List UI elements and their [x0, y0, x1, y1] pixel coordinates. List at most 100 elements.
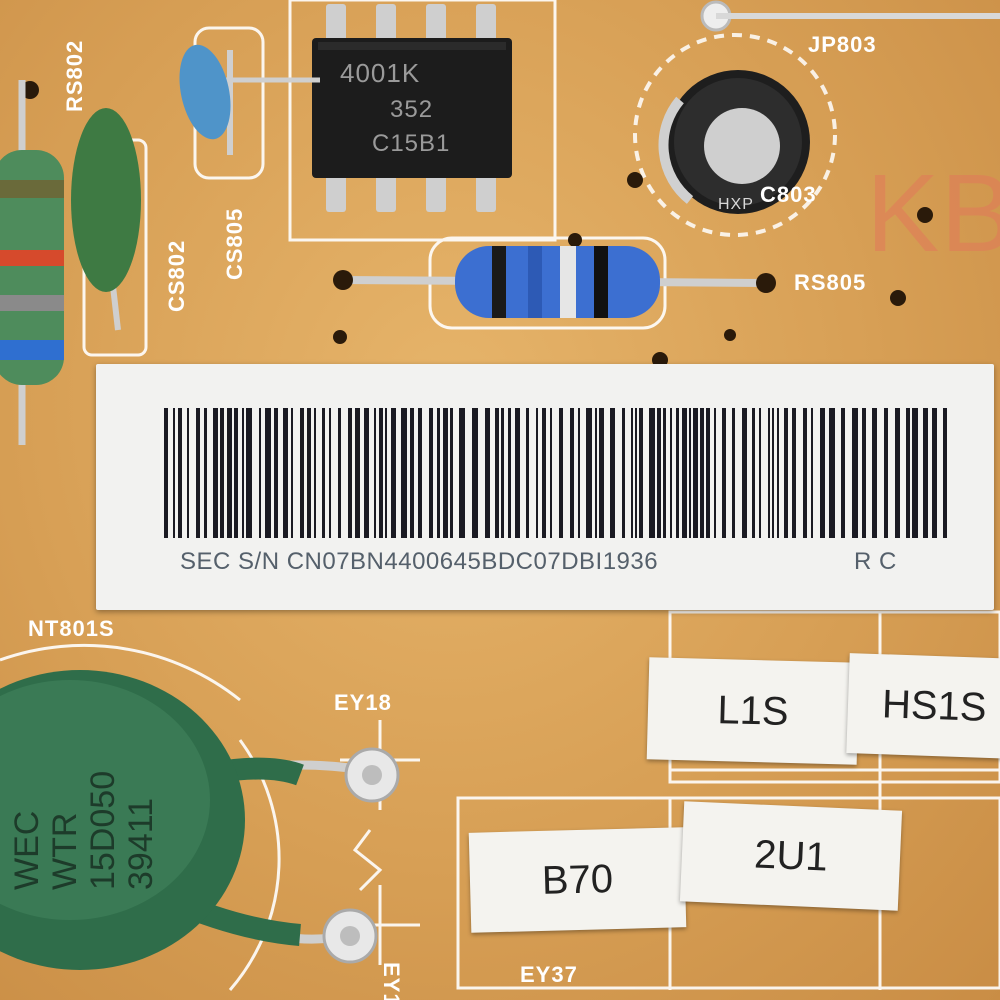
zigzag-trace [352, 829, 383, 892]
barcode-bar [906, 408, 910, 538]
barcode-bar [526, 408, 529, 538]
barcode-bar [759, 408, 761, 538]
barcode-bar [542, 408, 546, 538]
serial-barcode-label: SEC S/N CN07BN4400645BDC07DBI1936 R C [96, 364, 994, 610]
barcode-bar [639, 408, 643, 538]
barcode-bar [307, 408, 311, 538]
barcode-bar [829, 408, 835, 538]
silk-ey37: EY37 [520, 962, 578, 987]
barcode-bar [418, 408, 422, 538]
barcode-bar [227, 408, 232, 538]
barcode-bar [811, 408, 813, 538]
barcode-bar [792, 408, 796, 538]
ic-u801 [312, 4, 512, 212]
barcode [164, 408, 947, 538]
barcode-bar [586, 408, 592, 538]
tag-2u1: 2U1 [679, 801, 903, 911]
thermistor-line4: 39411 [122, 797, 160, 890]
barcode-bar [450, 408, 453, 538]
barcode-bar [515, 408, 520, 538]
barcode-bar [742, 408, 747, 538]
barcode-bar [852, 408, 858, 538]
barcode-bar [355, 408, 360, 538]
b70-outline [456, 796, 1000, 990]
barcode-bar [663, 408, 666, 538]
barcode-bar [385, 408, 387, 538]
barcode-bar [700, 408, 704, 538]
silk-jp803: JP803 [808, 32, 877, 57]
barcode-bar [895, 408, 900, 538]
barcode-bar [693, 408, 698, 538]
ic-outline [288, 0, 557, 242]
barcode-bar [862, 408, 866, 538]
barcode-bar [820, 408, 825, 538]
tag-b70: B70 [468, 827, 687, 933]
barcode-bar [234, 408, 238, 538]
barcode-bar [923, 408, 928, 538]
barcode-bar [501, 408, 504, 538]
ic-marking-line1: 4001K [340, 58, 421, 88]
cs805-capacitor [179, 44, 320, 155]
silk-ey18: EY18 [334, 690, 392, 715]
barcode-bar [784, 408, 788, 538]
silk-c803: C803 [760, 182, 817, 207]
barcode-bar [622, 408, 625, 538]
barcode-bar [196, 408, 200, 538]
tag-hs1s: HS1S [846, 653, 1000, 759]
barcode-bar [495, 408, 499, 538]
barcode-bar [649, 408, 655, 538]
barcode-bar [348, 408, 352, 538]
nt801s-thermistor [0, 670, 366, 970]
thermistor-line2: WTR [46, 812, 84, 890]
rs805-resistor [333, 246, 776, 318]
barcode-bar [391, 408, 396, 538]
barcode-bar [706, 408, 710, 538]
barcode-bar [213, 408, 218, 538]
serial-number: SEC S/N CN07BN4400645BDC07DBI1936 [180, 548, 659, 575]
barcode-bar [329, 408, 331, 538]
barcode-bar [443, 408, 448, 538]
jp803-jumper [700, 0, 1000, 32]
barcode-bar [841, 408, 845, 538]
barcode-bar [550, 408, 552, 538]
barcode-bar [689, 408, 691, 538]
barcode-bar [459, 408, 465, 538]
barcode-bar [536, 408, 538, 538]
barcode-bar [570, 408, 574, 538]
thermistor-outline [0, 643, 241, 702]
barcode-bar [242, 408, 244, 538]
barcode-bar [204, 408, 207, 538]
silk-kb-partial: KB [866, 152, 1000, 275]
barcode-bar [410, 408, 414, 538]
barcode-bar [943, 408, 947, 538]
barcode-bar [932, 408, 937, 538]
barcode-bar [187, 408, 189, 538]
barcode-bar [283, 408, 288, 538]
cs802-capacitor [71, 108, 141, 331]
barcode-bar [599, 408, 604, 538]
silk-nt801s: NT801S [28, 616, 115, 641]
barcode-bar [670, 408, 672, 538]
barcode-bar [676, 408, 679, 538]
barcode-bar [714, 408, 716, 538]
barcode-bar [631, 408, 633, 538]
barcode-bar [437, 408, 440, 538]
barcode-bar [246, 408, 252, 538]
barcode-bar [173, 408, 175, 538]
barcode-bar [578, 408, 580, 538]
serial-suffix: R C [854, 548, 897, 575]
barcode-bar [338, 408, 341, 538]
barcode-bar [722, 408, 726, 538]
barcode-bar [559, 408, 563, 538]
barcode-bar [322, 408, 325, 538]
rs802-resistor [0, 80, 64, 445]
barcode-bar [265, 408, 271, 538]
barcode-bar [912, 408, 918, 538]
barcode-bar [374, 408, 376, 538]
barcode-bar [472, 408, 478, 538]
ic-marking-line3: C15B1 [372, 130, 451, 157]
barcode-bar [164, 408, 168, 538]
barcode-bar [610, 408, 615, 538]
